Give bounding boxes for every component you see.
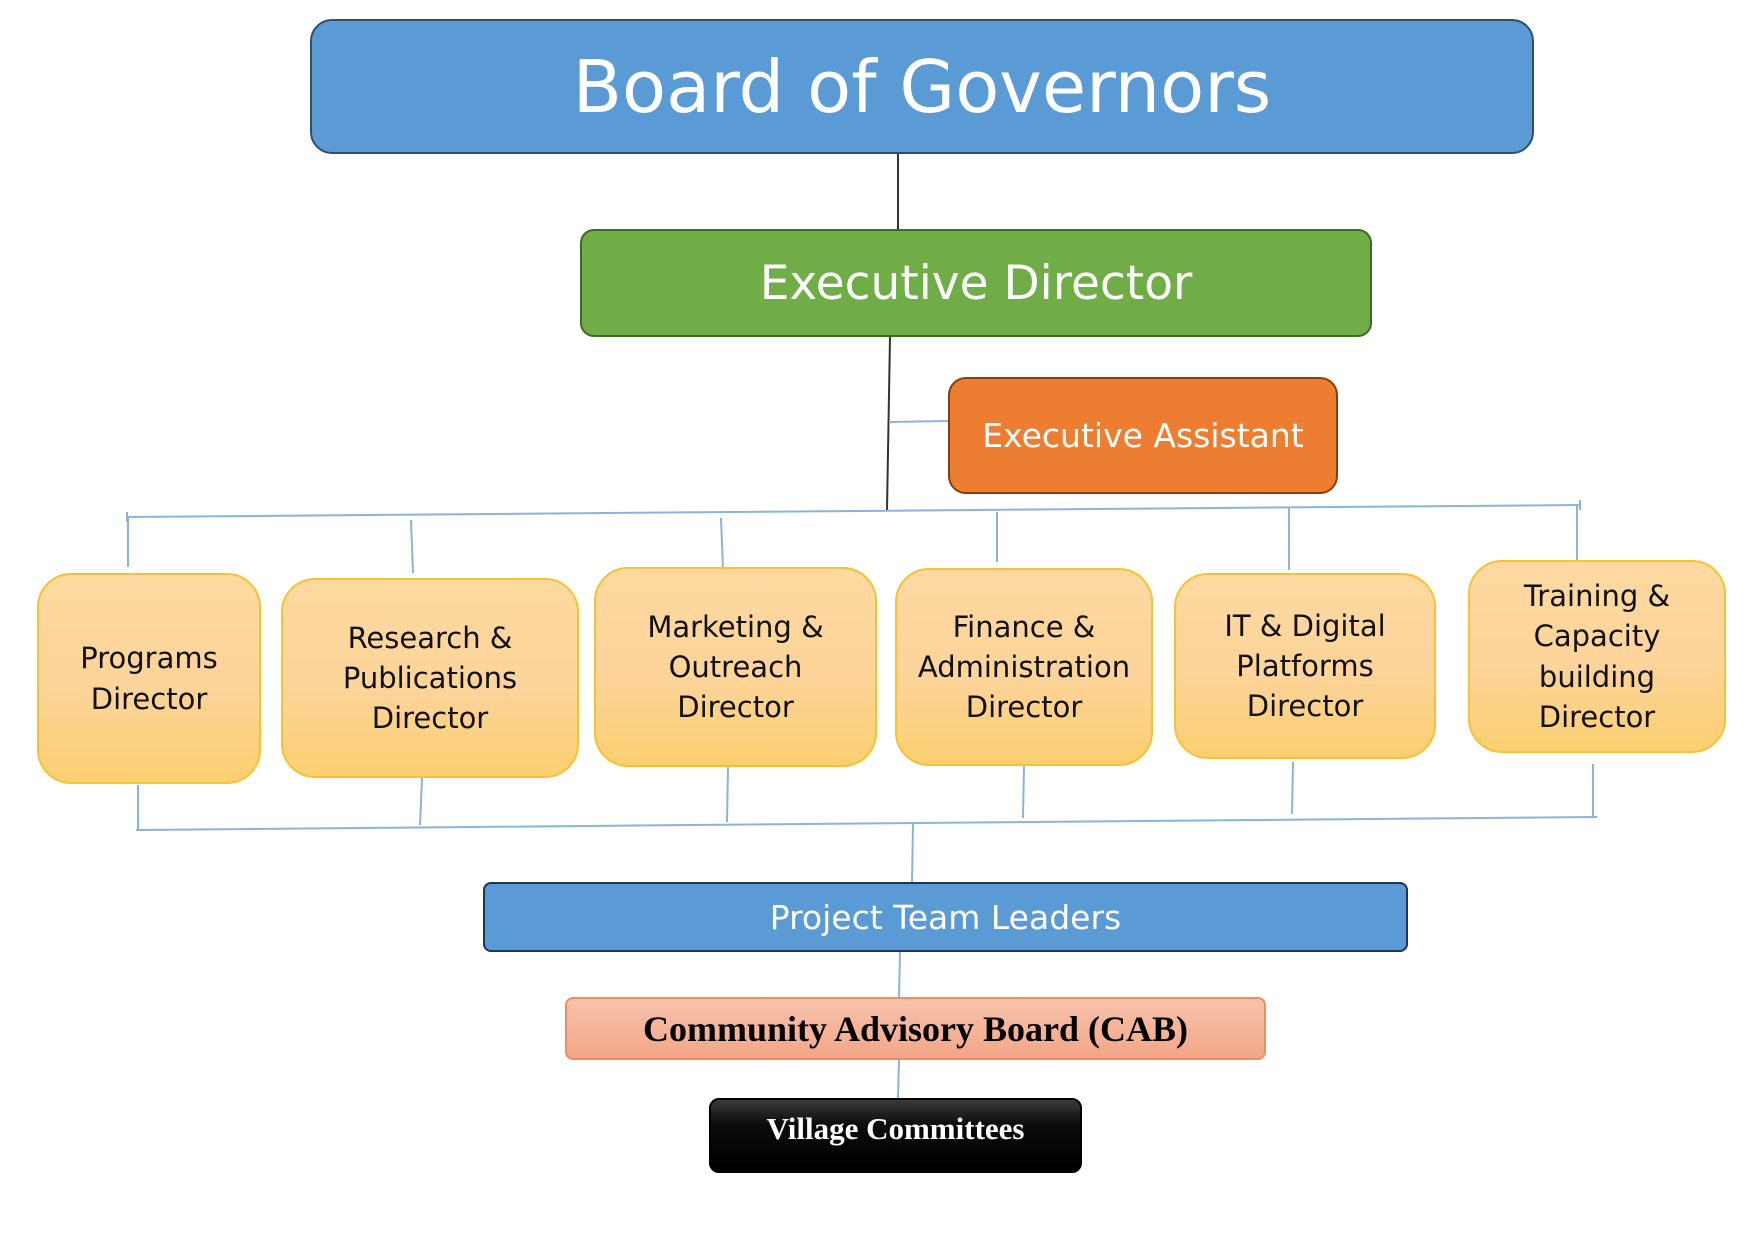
finance-director-node: Finance & Administration Director: [895, 568, 1153, 766]
connector-exec-assistant: [888, 420, 949, 423]
connector-exec-trunk: [886, 336, 891, 511]
finance-director-label: Finance & Administration Director: [917, 609, 1131, 724]
village-committees-label: Village Committees: [766, 1110, 1025, 1146]
it-director-node: IT & Digital Platforms Director: [1174, 573, 1436, 759]
connector-to-leaders: [911, 822, 914, 883]
village-committees-node: Village Committees: [709, 1098, 1082, 1173]
board-of-governors-label: Board of Governors: [572, 44, 1272, 129]
training-director-node: Training & Capacity building Director: [1468, 560, 1726, 753]
marketing-director-label: Marketing & Outreach Director: [647, 609, 824, 724]
executive-assistant-node: Executive Assistant: [948, 377, 1338, 494]
cab-label: Community Advisory Board (CAB): [642, 1008, 1189, 1049]
connector-bottom-bus: [135, 816, 1598, 831]
programs-director-node: Programs Director: [37, 573, 261, 784]
board-of-governors-node: Board of Governors: [310, 19, 1534, 154]
connector-rise-research: [419, 777, 423, 826]
connector-drop-research: [410, 519, 414, 574]
research-director-label: Research & Publications Director: [342, 620, 518, 735]
connector-drop-marketing: [720, 517, 724, 571]
connector-rise-finance: [1022, 764, 1025, 819]
training-director-label: Training & Capacity building Director: [1523, 579, 1671, 734]
cab-node: Community Advisory Board (CAB): [565, 997, 1266, 1060]
project-team-leaders-label: Project Team Leaders: [769, 897, 1122, 937]
marketing-director-node: Marketing & Outreach Director: [594, 567, 877, 767]
connector-leaders-cab: [898, 951, 901, 998]
executive-director-node: Executive Director: [580, 229, 1372, 337]
executive-assistant-label: Executive Assistant: [982, 416, 1304, 455]
research-director-node: Research & Publications Director: [281, 578, 579, 778]
connector-cab-village: [897, 1059, 900, 1099]
connector-top-bus: [126, 504, 1581, 518]
connector-rise-it: [1291, 761, 1294, 815]
programs-director-label: Programs Director: [80, 641, 218, 716]
connector-rise-marketing: [726, 766, 729, 823]
project-team-leaders-node: Project Team Leaders: [483, 882, 1408, 952]
it-director-label: IT & Digital Platforms Director: [1224, 608, 1386, 723]
executive-director-label: Executive Director: [759, 255, 1193, 311]
